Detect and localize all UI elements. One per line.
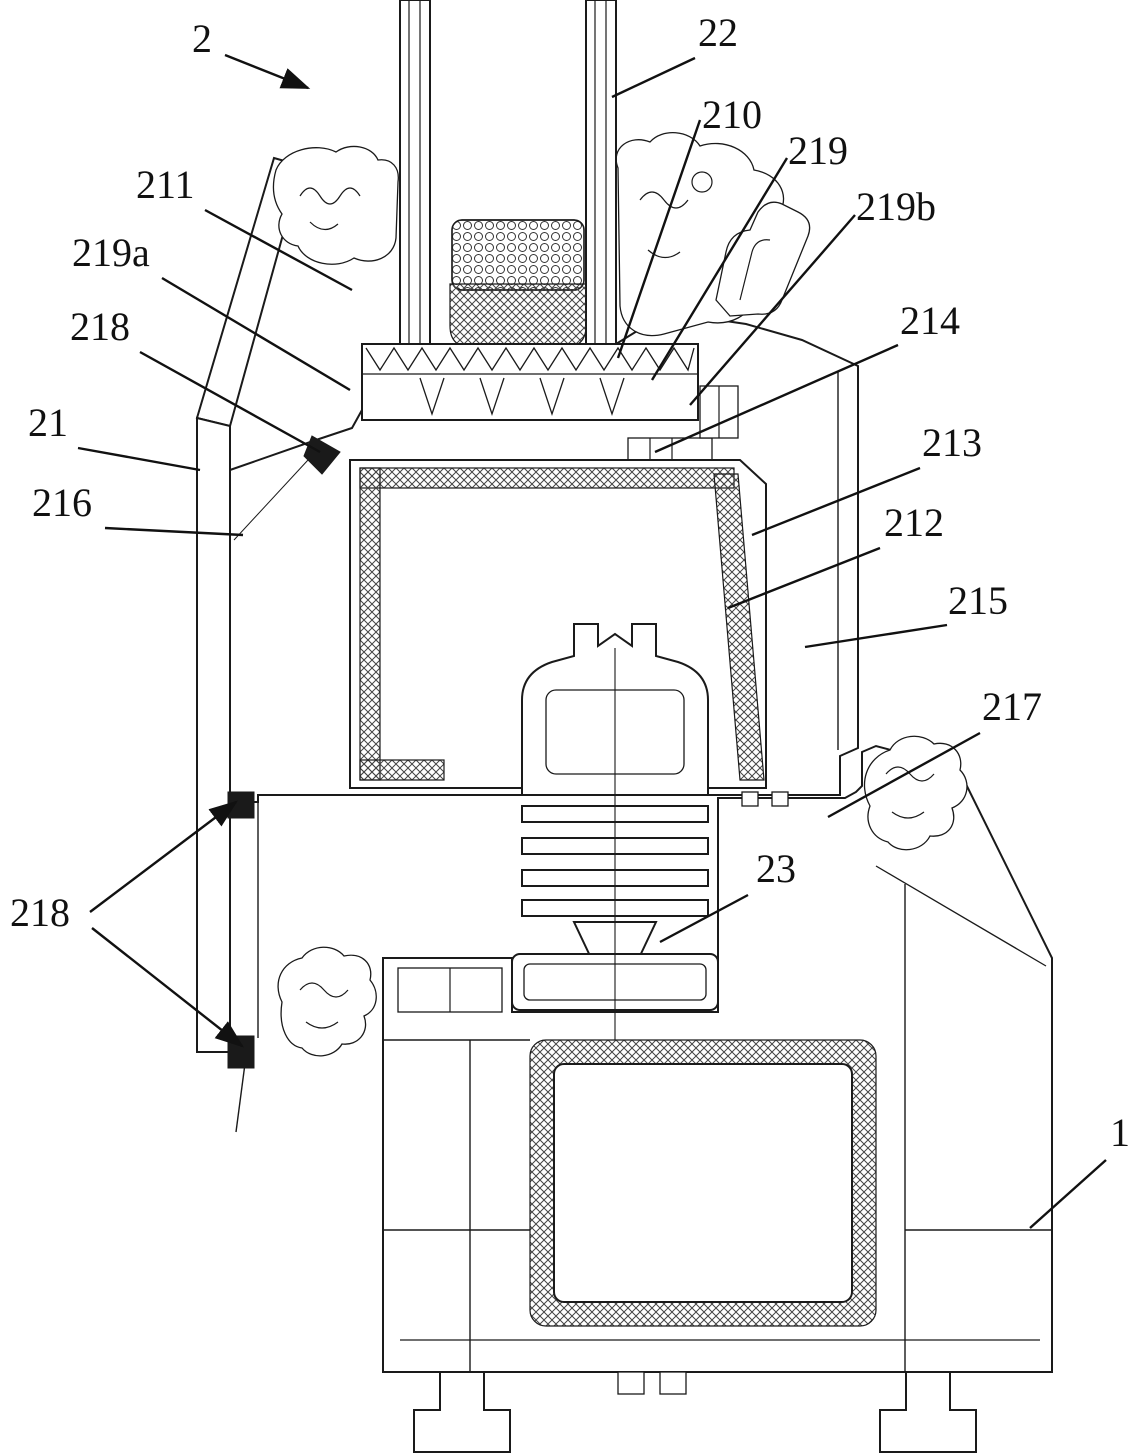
reference-numerals: 2 22 210 219 219b 211 219a 218 214 21 21… <box>10 10 1130 1155</box>
label-217: 217 <box>982 684 1042 729</box>
leader-22 <box>611 56 696 99</box>
frame-right-gasket-217 <box>863 735 968 851</box>
leader-213 <box>751 466 921 537</box>
center-connector <box>511 623 719 1040</box>
label-218-top: 218 <box>70 304 130 349</box>
leader-210 <box>616 119 702 359</box>
leader-219b <box>689 214 856 406</box>
glass-pane-left <box>399 0 431 351</box>
frame-left-gasket <box>277 946 377 1057</box>
label-22: 22 <box>698 10 738 55</box>
frame-foot-left <box>413 1371 511 1453</box>
spacer-sealant-hatch <box>449 283 587 349</box>
label-218-left: 218 <box>10 890 70 935</box>
sash-left-leg <box>196 416 231 1053</box>
leader-23 <box>659 893 749 944</box>
leader-219 <box>650 157 789 381</box>
frame-reinforcement-chamber <box>529 1039 877 1327</box>
label-219: 219 <box>788 128 848 173</box>
frame-tab-2 <box>659 1371 687 1395</box>
label-215: 215 <box>948 578 1008 623</box>
sash-leg-tail <box>235 1055 247 1133</box>
leader-1 <box>1029 1159 1107 1229</box>
glass-pane-right <box>585 0 617 347</box>
frame-internal-walls <box>383 791 1052 1372</box>
insulation-hatch-top <box>359 467 735 489</box>
leader-216 <box>104 526 244 537</box>
glazing-unit <box>399 0 617 351</box>
label-211: 211 <box>136 162 195 207</box>
label-210: 210 <box>702 92 762 137</box>
frame-profile <box>277 735 1053 1453</box>
glazing-bead-channel <box>361 343 739 463</box>
leader-212 <box>727 546 881 610</box>
insulation-hatch-slant-212 <box>713 473 765 781</box>
leader-218-left-up <box>89 800 238 913</box>
frame-foot-right <box>879 1371 977 1453</box>
label-1: 1 <box>1110 1110 1130 1155</box>
frame-feet <box>413 1371 977 1453</box>
label-21: 21 <box>28 400 68 445</box>
frame-top-notch-1 <box>741 791 759 807</box>
leader-lines <box>77 53 1107 1229</box>
spring-v-elements <box>419 377 625 417</box>
label-23: 23 <box>756 846 796 891</box>
sash-top-left-gasket <box>272 145 399 265</box>
insulation-hatch-bottom <box>359 759 445 781</box>
leader-211 <box>204 208 353 292</box>
label-213: 213 <box>922 420 982 465</box>
label-219a: 219a <box>72 230 150 275</box>
label-219b: 219b <box>856 184 936 229</box>
spring-teeth <box>365 346 695 372</box>
frame-chamber-inner <box>553 1063 853 1303</box>
sash-corner-interlock <box>715 201 811 317</box>
leader-2 <box>224 53 311 90</box>
frame-tab-1 <box>617 1371 645 1395</box>
leader-217 <box>827 731 981 819</box>
leader-215 <box>804 623 948 649</box>
seal-wedge-218-top <box>303 435 341 475</box>
leader-21 <box>77 446 201 472</box>
connector-fins-23 <box>521 805 709 961</box>
glazing-spacer-dots <box>451 219 585 291</box>
seal-thin-line <box>233 459 309 541</box>
label-214: 214 <box>900 298 960 343</box>
label-2: 2 <box>192 16 212 61</box>
label-212: 212 <box>884 500 944 545</box>
seal-block-218-bottom <box>227 1035 255 1069</box>
leader-218-left-down <box>91 927 244 1048</box>
leader-214 <box>654 343 899 454</box>
insulation-hatch-left <box>359 467 381 781</box>
frame-top-notch-2 <box>771 791 789 807</box>
label-216: 216 <box>32 480 92 525</box>
leader-218-top <box>139 350 321 454</box>
leader-219a <box>161 276 351 392</box>
